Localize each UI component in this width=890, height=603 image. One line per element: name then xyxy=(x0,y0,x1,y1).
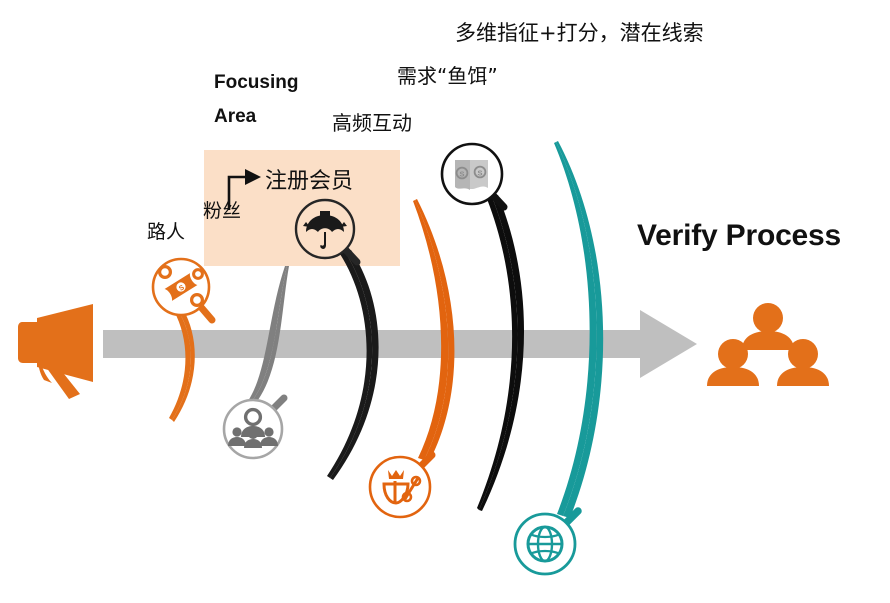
arc-stage-3 xyxy=(327,250,379,480)
svg-text:S: S xyxy=(178,284,186,293)
crown-percent-icon xyxy=(382,470,422,505)
label-registered-member: 注册会员 xyxy=(265,169,354,194)
arc-stage-5 xyxy=(477,195,525,511)
arc-stage-6 xyxy=(554,141,604,518)
elbow-arrow-icon xyxy=(227,175,248,210)
stage-1-magnifier[interactable]: S xyxy=(151,257,216,324)
label-focusing-area-line2: Area xyxy=(214,106,257,127)
label-focusing-area-line1: Focusing xyxy=(214,72,299,93)
right-arrow-icon xyxy=(103,310,697,378)
stage-2-magnifier[interactable] xyxy=(222,394,288,460)
elbow-arrow-head-icon xyxy=(245,169,261,185)
label-high-freq-interaction: 高频互动 xyxy=(332,111,412,135)
stage-3-magnifier[interactable] xyxy=(294,198,361,266)
svg-text:S: S xyxy=(459,170,464,179)
arc-stage-1 xyxy=(169,309,195,422)
umbrella-icon xyxy=(303,211,347,249)
arc-stage-4 xyxy=(413,199,455,462)
label-fans: 粉丝 xyxy=(203,200,242,222)
globe-icon xyxy=(526,525,564,563)
label-verify-process: Verify Process xyxy=(637,219,842,252)
label-passerby: 路人 xyxy=(147,221,186,243)
people-magnifier-glyph-icon xyxy=(228,407,278,448)
svg-text:S: S xyxy=(477,169,482,178)
stage-5-magnifier[interactable]: S S xyxy=(440,142,508,211)
stage-4-magnifier[interactable] xyxy=(368,451,436,519)
megaphone-icon xyxy=(18,304,93,399)
label-multi-dim-score: 多维指征+打分，潜在线索 xyxy=(455,21,704,45)
stage-6-magnifier[interactable] xyxy=(513,507,582,576)
people-group-icon xyxy=(707,303,829,386)
coupon-icon: S xyxy=(158,265,205,308)
arc-stage-2 xyxy=(248,266,289,401)
label-demand-bait: 需求“鱼饵” xyxy=(397,64,498,88)
banknote-icon: S S xyxy=(455,160,488,190)
